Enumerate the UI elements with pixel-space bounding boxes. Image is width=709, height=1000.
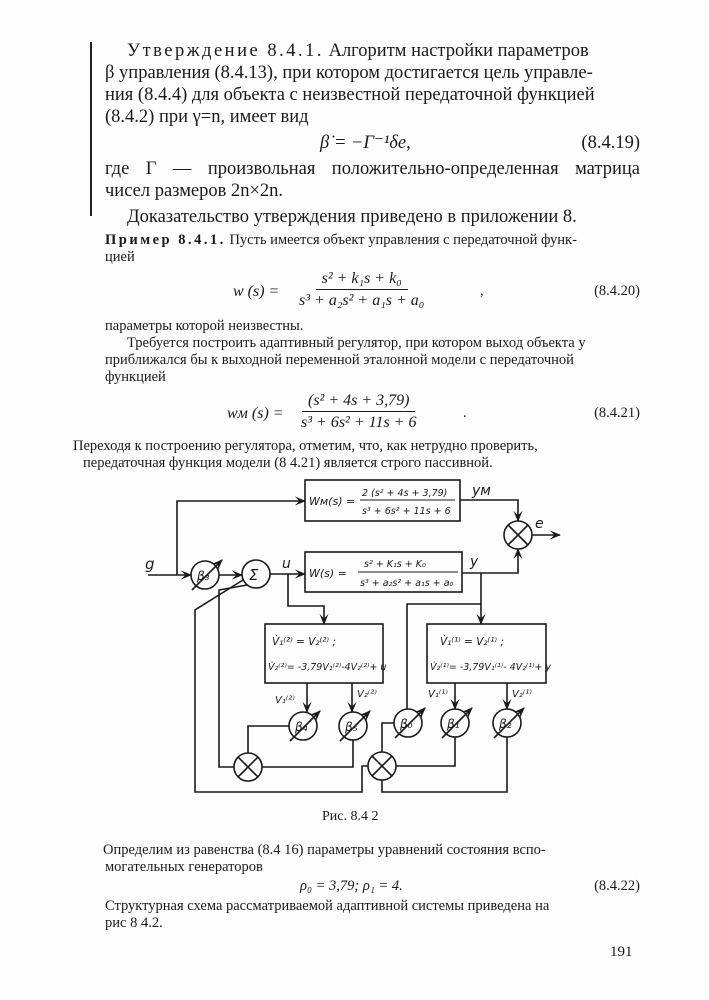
text-line: ния (8.4.4) для объекта с неизвестной пе… — [105, 85, 595, 105]
label-b4: β₄ — [294, 720, 308, 734]
text-line: передаточная функция модели (8 4.21) явл… — [83, 455, 493, 471]
text-line: приближался бы к выходной переменной эта… — [105, 352, 574, 368]
signal-v11: V₁⁽¹⁾ — [428, 689, 448, 700]
equation-number: (8.4.19) — [581, 133, 640, 153]
text-line: Переходя к построению регулятора, отмети… — [73, 438, 538, 454]
text-line: Определим из равенства (8.4 16) параметр… — [103, 842, 546, 858]
page-number: 191 — [610, 944, 633, 960]
equation-number: (8.4.20) — [594, 283, 640, 299]
fraction: s² + k₁s + k₀ s³ + a₂s² + a₁s + a₀ — [293, 270, 430, 309]
text-line: чисел размеров 2n×2n. — [105, 181, 284, 201]
model-num: 2 (s² + 4s + 3,79) — [362, 488, 447, 499]
signal-u: u — [282, 556, 291, 572]
signal-ym: yм — [471, 483, 491, 499]
plant-den: s³ + a₂s² + a₁s + a₀ — [360, 578, 454, 589]
text-line: Структурная схема рассматриваемой адапти… — [105, 898, 550, 914]
text-line: β управления (8.4.13), при котором дости… — [105, 63, 593, 83]
text-line: Алгоритм настройки параметров — [328, 41, 589, 61]
text-line: параметры которой неизвестны. — [105, 318, 304, 334]
text-line: где Γ — произвольная положительно-опреде… — [105, 159, 640, 179]
label-b1: β₁ — [446, 717, 460, 731]
transition-text: Переходя к построению регулятора, отмети… — [73, 438, 640, 472]
signal-v12: V₁⁽²⁾ — [275, 695, 295, 706]
text-line: Пусть имеется объект управления с переда… — [229, 232, 577, 248]
generator-2-box — [264, 623, 384, 684]
label-b2: β₂ — [498, 717, 512, 731]
fraction: (s² + 4s + 3,79) s³ + 6s² + 11s + 6 — [295, 392, 422, 431]
generator-1-box — [426, 623, 547, 684]
label-b0: β₀ — [399, 717, 413, 731]
sum-symbol: Σ — [249, 566, 259, 584]
denominator: s³ + 6s² + 11s + 6 — [301, 414, 417, 431]
signal-e: e — [535, 516, 544, 532]
equation-number: (8.4.22) — [594, 878, 640, 894]
punct: . — [463, 405, 467, 421]
model-lhs: Wм(s) = — [309, 495, 355, 508]
eq-lhs: wм (s) = — [227, 405, 284, 422]
signal-v21: V₂⁽¹⁾ — [512, 689, 532, 700]
text-line: рис 8 4.2. — [105, 915, 163, 931]
margin-bar — [90, 42, 92, 216]
text-line: Требуется построить адаптивный регулятор… — [127, 335, 586, 351]
signal-v22: V₂⁽²⁾ — [357, 689, 377, 700]
plant-lhs: W(s) = — [309, 567, 347, 580]
punct: , — [480, 283, 484, 299]
numerator: (s² + 4s + 3,79) — [301, 392, 416, 412]
label-b3: β₃ — [196, 569, 210, 583]
figure-caption: Рис. 8.4 2 — [322, 809, 379, 824]
gen2-eq1: V̇₁⁽²⁾ = V₂⁽²⁾ ; — [272, 635, 336, 648]
example-block: Пример 8.4.1. Пусть имеется объект управ… — [105, 232, 640, 318]
text-line: цией — [105, 249, 135, 265]
gen1-eq2: V̇₂⁽¹⁾= -3,79V₁⁽¹⁾- 4V₂⁽¹⁾+ y — [430, 661, 551, 673]
plant-num: s² + K₁s + K₀ — [364, 559, 426, 570]
model-den: s³ + 6s² + 11s + 6 — [362, 506, 451, 517]
text-line: могательных генераторов — [105, 859, 263, 875]
numerator: s² + k₁s + k₀ — [315, 270, 408, 290]
label-b5: β₅ — [344, 720, 358, 734]
signal-g: g — [145, 555, 155, 573]
gen1-eq1: V̇₁⁽¹⁾ = V₂⁽¹⁾ ; — [440, 635, 504, 648]
text-line: Доказательство утверждения приведено в п… — [127, 207, 577, 227]
example-cont: параметры которой неизвестны. Требуется … — [105, 318, 640, 438]
equation: β̇ = −Γ⁻¹δe, — [320, 133, 411, 153]
signal-y: y — [469, 554, 479, 570]
gen2-eq2: V̇₂⁽²⁾= -3,79V₁⁽²⁾-4V₂⁽²⁾+ u — [268, 661, 386, 673]
example-lead: Пример 8.4.1. — [105, 232, 226, 248]
equation: ρ₀ = 3,79; ρ₁ = 4. — [300, 878, 403, 894]
statement-block: Утверждение 8.4.1. Алгоритм настройки па… — [105, 40, 640, 228]
statement-lead: Утверждение 8.4.1. — [127, 41, 324, 61]
eq-lhs: w (s) = — [233, 283, 280, 300]
after-block: Определим из равенства (8.4 16) параметр… — [103, 842, 640, 932]
equation-number: (8.4.21) — [594, 405, 640, 421]
text-line: (8.4.2) при γ=n, имеет вид — [105, 107, 309, 127]
denominator: s³ + a₂s² + a₁s + a₀ — [299, 292, 425, 309]
text-line: функцией — [105, 369, 166, 385]
